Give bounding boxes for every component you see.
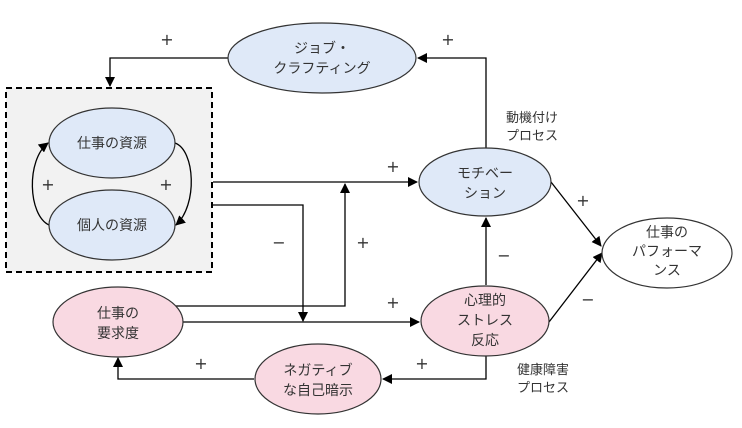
node-negative-self-suggestion: ネガティブ な自己暗示 bbox=[254, 343, 382, 415]
node-label: パフォーマ bbox=[632, 244, 702, 260]
health-impairment-process-label: 健康障害 bbox=[517, 362, 569, 378]
node-motivation: モチベー ション bbox=[418, 147, 552, 217]
node-shape bbox=[227, 22, 417, 94]
node-label: な自己暗示 bbox=[283, 383, 353, 399]
sign-resources-to-stress: − bbox=[272, 233, 285, 252]
edge-stress-to-negative bbox=[382, 356, 487, 384]
node-label: 個人の資源 bbox=[77, 218, 147, 234]
node-label: 仕事の bbox=[646, 225, 688, 241]
sign-demands-to-stress: + bbox=[386, 293, 399, 312]
edge-demands-to-motivation bbox=[176, 183, 350, 307]
edge-negative-to-demands bbox=[113, 357, 254, 380]
node-shape bbox=[52, 286, 184, 358]
node-label: ストレス bbox=[457, 313, 513, 329]
node-shape bbox=[420, 285, 550, 357]
motivation-process-label: プロセス bbox=[506, 129, 558, 144]
health-impairment-process-label: プロセス bbox=[517, 381, 569, 396]
edge-motivation-to-crafting bbox=[417, 53, 487, 148]
node-label: ネガティブ bbox=[283, 362, 352, 379]
node-shape bbox=[601, 217, 733, 289]
node-shape bbox=[254, 343, 382, 415]
sign-stress-to-motivation: − bbox=[497, 246, 510, 265]
sign-resources-loop-right: + bbox=[159, 175, 172, 194]
node-shape bbox=[418, 147, 552, 217]
edge-motivation-to-performance bbox=[550, 181, 602, 247]
node-label: ンス bbox=[653, 263, 681, 279]
edge-stress-to-performance bbox=[548, 252, 603, 323]
node-stress-reaction: 心理的 ストレス 反応 bbox=[420, 285, 550, 357]
motivation-process-label: 動機付け bbox=[506, 111, 558, 126]
node-shape bbox=[48, 189, 176, 261]
node-job-resources: 仕事の資源 bbox=[48, 107, 176, 179]
node-label: 要求度 bbox=[97, 326, 139, 342]
sign-motivation-to-performance: + bbox=[576, 191, 589, 210]
sign-stress-to-performance: − bbox=[581, 290, 594, 309]
node-label: 仕事の bbox=[97, 306, 139, 322]
node-shape bbox=[48, 107, 176, 179]
edge-crafting-to-resources bbox=[105, 57, 228, 87]
node-job-crafting: ジョブ・ クラフティング bbox=[227, 22, 417, 94]
sign-negative-to-demands: + bbox=[194, 354, 207, 373]
edge-resources-to-stress bbox=[213, 204, 308, 322]
node-label: 仕事の資源 bbox=[77, 136, 147, 152]
sign-stress-to-negative: + bbox=[415, 354, 428, 373]
sign-demands-to-motivation: + bbox=[356, 233, 369, 252]
node-label: クラフティング bbox=[273, 61, 370, 77]
edge-personal-to-job-resources bbox=[31, 142, 50, 226]
node-job-demands: 仕事の 要求度 bbox=[52, 286, 184, 358]
sign-crafting-to-resources: + bbox=[160, 30, 173, 49]
node-job-performance: 仕事の パフォーマ ンス bbox=[601, 217, 733, 289]
node-label: モチベー bbox=[457, 166, 513, 182]
sign-resources-loop-left: + bbox=[41, 175, 54, 194]
edge-job-to-personal-resources bbox=[174, 142, 192, 226]
node-label: 反応 bbox=[471, 333, 499, 349]
sign-resources-to-motivation: + bbox=[386, 157, 399, 176]
node-label: ジョブ・ bbox=[294, 40, 350, 57]
node-label: ション bbox=[464, 186, 506, 202]
node-label: 心理的 bbox=[464, 293, 506, 309]
node-personal-resources: 個人の資源 bbox=[48, 189, 176, 261]
sign-motivation-to-crafting: + bbox=[441, 30, 454, 49]
